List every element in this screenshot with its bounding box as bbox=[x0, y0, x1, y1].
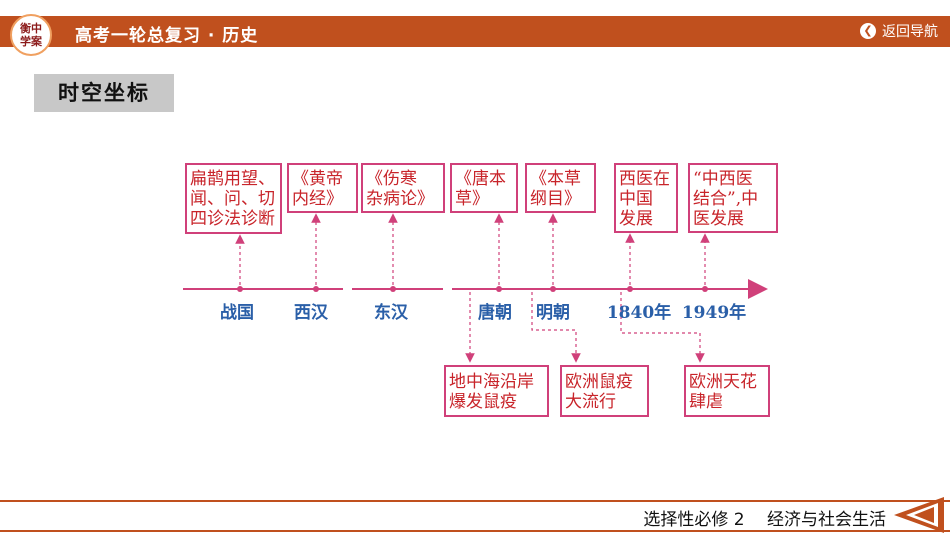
world-event-box-text: 肆虐 bbox=[689, 392, 723, 412]
event-box-text: 《唐本 bbox=[455, 168, 506, 189]
event-box-text: 西医在 bbox=[619, 169, 670, 189]
logo-text: 衡中 学案 bbox=[12, 22, 50, 48]
header-title: 高考一轮总复习 · 历史 bbox=[75, 26, 259, 46]
timeline-point bbox=[627, 286, 633, 292]
event-box-text: 扁鹊用望、 bbox=[190, 169, 275, 189]
footer-divider bbox=[0, 500, 950, 502]
event-box-text: 《伤寒 bbox=[366, 169, 417, 189]
event-box bbox=[614, 163, 678, 233]
timeline-label: 战国 bbox=[220, 303, 254, 323]
world-event-box bbox=[444, 365, 549, 417]
event-box-text: 《本草 bbox=[530, 169, 581, 189]
event-box-text: 纲目》 bbox=[530, 189, 581, 209]
event-box-text: 医发展 bbox=[693, 209, 744, 229]
event-box-text: 结合”,中 bbox=[693, 189, 758, 209]
world-event-box-text: 欧洲鼠疫 bbox=[565, 372, 633, 392]
timeline-label: 东汉 bbox=[374, 302, 409, 323]
event-box-text: 内经》 bbox=[292, 189, 343, 209]
timeline-point bbox=[702, 286, 708, 292]
event-box bbox=[450, 163, 518, 213]
event-box-text: 中国 bbox=[619, 189, 653, 209]
timeline-label: 1840年 bbox=[607, 302, 671, 323]
world-event-box-text: 地中海沿岸 bbox=[449, 372, 534, 392]
timeline-point bbox=[390, 286, 396, 292]
timeline-label: 明朝 bbox=[536, 302, 570, 323]
chevron-left-icon: ❮ bbox=[860, 23, 876, 39]
world-event-connector bbox=[531, 292, 581, 363]
timeline-point bbox=[313, 286, 319, 292]
timeline-point bbox=[237, 286, 243, 292]
timeline-point bbox=[496, 286, 502, 292]
timeline-label: 1949年 bbox=[682, 302, 746, 323]
timeline-label: 西汉 bbox=[294, 303, 329, 323]
timeline-point bbox=[550, 286, 556, 292]
event-box-text: 闻、问、切 bbox=[190, 189, 275, 209]
back-navigation-label: 返回导航 bbox=[882, 24, 938, 40]
logo-text-line-2: 学案 bbox=[20, 35, 42, 48]
page-navigation-icon[interactable] bbox=[894, 497, 944, 533]
back-navigation-button[interactable]: ❮ 返回导航 bbox=[860, 21, 938, 41]
event-box bbox=[361, 163, 445, 213]
footer-course-label: 选择性必修 2 经济与社会生活 bbox=[643, 510, 886, 530]
world-event-box bbox=[560, 365, 649, 417]
event-box bbox=[287, 163, 358, 213]
event-box-text: 草》 bbox=[455, 189, 489, 209]
timeline-label: 唐朝 bbox=[478, 302, 512, 323]
event-box-text: 四诊法诊断 bbox=[190, 209, 275, 229]
event-box-text: 发展 bbox=[619, 209, 653, 229]
world-event-box-text: 欧洲天花 bbox=[689, 372, 757, 392]
world-event-box-text: 大流行 bbox=[565, 392, 616, 412]
event-box bbox=[185, 163, 282, 234]
header-bar: 高考一轮总复习 · 历史 ❮ 返回导航 bbox=[0, 16, 950, 47]
footer-bottom-line bbox=[0, 530, 950, 532]
world-event-box bbox=[684, 365, 770, 417]
event-box bbox=[688, 163, 778, 233]
logo-text-line-1: 衡中 bbox=[20, 22, 42, 35]
event-box-text: 《黄帝 bbox=[292, 169, 343, 189]
logo: 衡中 学案 bbox=[10, 14, 52, 56]
section-title: 时空坐标 bbox=[34, 74, 174, 112]
event-box-text: 杂病论》 bbox=[366, 189, 434, 209]
world-event-connector bbox=[620, 292, 705, 363]
world-event-box-text: 爆发鼠疫 bbox=[449, 392, 517, 412]
event-box bbox=[525, 163, 596, 213]
event-box-text: “中西医 bbox=[693, 169, 753, 189]
